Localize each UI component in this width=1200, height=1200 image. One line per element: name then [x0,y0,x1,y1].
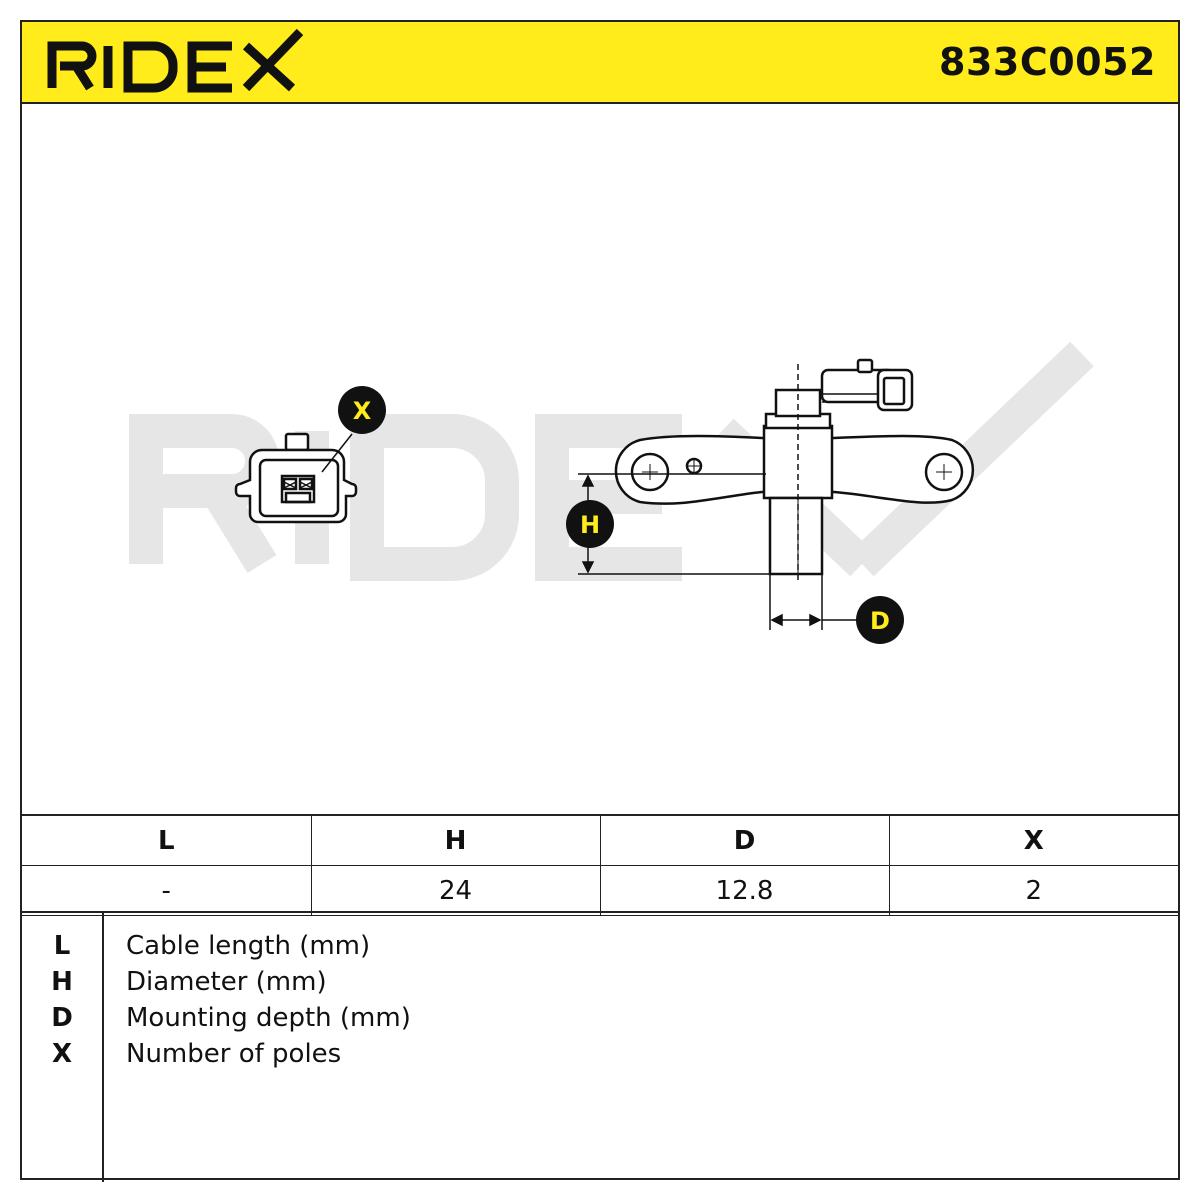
legend-key: D [51,1003,73,1033]
callout-h: H [566,500,614,548]
legend-key: X [51,1039,73,1069]
legend-description: Mounting depth (mm) [126,1003,411,1033]
callout-x: X [338,386,386,434]
sensor-side-view [614,358,975,580]
callout-d: D [856,596,904,644]
legend-divider [102,913,104,1182]
specs-value-row: - 24 12.8 2 [22,865,1178,916]
legend-key: L [53,931,71,961]
specs-col-l: L [22,814,312,866]
legend-row: L Cable length (mm) [22,931,1178,967]
ridex-logo [47,28,304,93]
callout-x-label: X [353,397,372,425]
specs-table: L H D X - 24 12.8 2 [22,814,1178,916]
legend-key: H [51,967,73,997]
specs-value-h: 24 [310,865,601,916]
callout-h-label: H [580,511,600,539]
legend: L Cable length (mm) H Diameter (mm) D Mo… [22,911,1178,1182]
specs-value-x: 2 [888,865,1178,916]
specs-value-l: - [22,865,312,916]
legend-description: Cable length (mm) [126,931,371,961]
callout-d-label: D [870,607,890,635]
legend-description: Diameter (mm) [126,967,327,997]
specs-value-d: 12.8 [599,865,890,916]
dimension-d [769,574,862,630]
specs-col-h: H [310,814,601,866]
part-number: 833C0052 [939,40,1156,84]
header-bar: 833C0052 [22,22,1178,104]
datasheet-frame: 833C0052 X [20,20,1180,1182]
connector-face [234,432,358,524]
legend-row: D Mounting depth (mm) [22,1003,1178,1039]
technical-drawing: X [129,341,1094,644]
dimension-h [578,473,822,575]
specs-col-d: D [599,814,890,866]
legend-description: Number of poles [126,1039,342,1069]
specs-col-x: X [888,814,1178,866]
legend-row: H Diameter (mm) [22,967,1178,1003]
specs-header-row: L H D X [22,814,1178,866]
legend-row: X Number of poles [22,1039,1178,1075]
